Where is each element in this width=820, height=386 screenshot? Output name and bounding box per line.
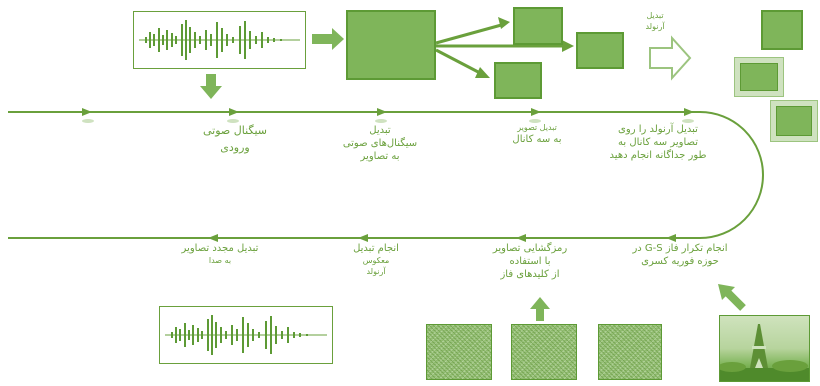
label-convert-to-images: تبدیل سیگنال‌های صوتی به تصاویر xyxy=(342,125,418,162)
spectrogram-image-large xyxy=(346,10,436,80)
phase-key-image-2 xyxy=(511,324,577,380)
arnold-image-2 xyxy=(734,57,784,97)
label-convert-back-to-audio: تبدیل مجدد تصاویر به صدا xyxy=(181,243,259,265)
audio-waveform-icon xyxy=(139,20,300,60)
eiffel-tower-photo xyxy=(719,315,810,382)
label-decrypt-with-phase-keys: رمزگشایی تصاویر با استفاده از کلیدهای فا… xyxy=(492,243,568,280)
eiffel-tower-icon xyxy=(720,324,809,381)
arnold-image-3 xyxy=(770,100,818,142)
output-waveform-box xyxy=(159,306,333,364)
label-apply-arnold: تبدیل آرنولد را روی تصاویر سه کانال به ط… xyxy=(609,124,707,161)
hollow-arrow-right-icon xyxy=(649,35,692,81)
phase-key-image-1 xyxy=(426,324,492,380)
thick-arrow-diagonal-icon xyxy=(718,284,746,311)
channel-image-1 xyxy=(513,7,563,45)
input-waveform-box xyxy=(133,11,306,69)
label-input-audio: سیگنال صوتی ورودی xyxy=(202,124,268,154)
phase-key-image-3 xyxy=(598,324,662,380)
thick-arrow-up-icon xyxy=(530,297,550,321)
channel-image-3 xyxy=(494,62,542,99)
channel-image-2 xyxy=(576,32,624,69)
thick-arrow-right-icon xyxy=(312,28,344,50)
label-arnold: تبدیل آرنولد xyxy=(645,11,665,31)
arnold-image-1 xyxy=(761,10,803,50)
audio-waveform-icon xyxy=(165,315,327,355)
label-gs-iteration: انجام تکرار فاز G-S در حوزه فوریه کسری xyxy=(632,243,728,267)
thick-arrow-down-icon xyxy=(200,74,222,99)
label-convert-to-three-channel: تبدیل تصویر به سه کانال xyxy=(512,123,562,145)
label-inverse-arnold: انجام تبدیل معکوس آرنولد xyxy=(353,243,399,276)
